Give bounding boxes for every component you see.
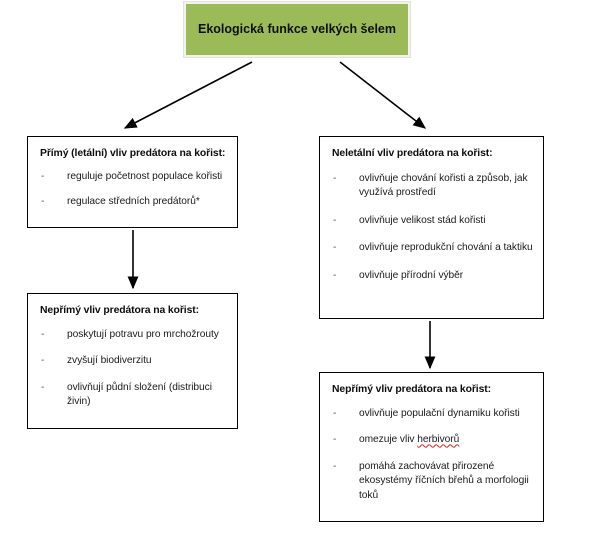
list-item-text: ovlivňuje velikost stád kořisti xyxy=(359,214,486,226)
list-item-text: ovlivňuje chování kořisti a způsob, jak … xyxy=(359,173,528,199)
list-item-text: regulace středních predátorů* xyxy=(67,196,200,208)
bullet-dash: - xyxy=(41,196,45,208)
bullet-dash: - xyxy=(333,460,337,472)
list-item-text: poskytují potravu pro mrchožrouty xyxy=(67,329,219,340)
bullet-dash: - xyxy=(41,355,45,367)
bullet-dash: - xyxy=(41,381,45,393)
list-item: - omezuje vliv herbivorů xyxy=(329,433,535,447)
arrow-banner-to-nonlethal xyxy=(339,61,427,129)
box-indirect-influence-right: Nepřímý vliv predátora na kořist: - ovli… xyxy=(319,372,544,522)
text-part-pre: pomáhá zachovávat přirozené ekosystémy ř… xyxy=(359,460,529,501)
box-title: Neletální vliv predátora na kořist: xyxy=(332,148,493,159)
list-item: - zvyšují biodiverzitu xyxy=(37,354,229,368)
bullet-dash: - xyxy=(333,269,337,281)
bullet-dash: - xyxy=(333,242,337,254)
list-item: - pomáhá zachovávat přirozené ekosystémy… xyxy=(329,460,535,503)
list-item: - regulace středních predátorů* xyxy=(37,195,229,209)
list-item: - reguluje početnost populace kořisti xyxy=(37,170,229,184)
bullet-dash: - xyxy=(333,408,337,419)
list-item-text: ovlivňuje reprodukční chování a taktiku xyxy=(359,242,533,254)
bullet-dash: - xyxy=(41,329,45,340)
bullet-list: - reguluje početnost populace kořisti - … xyxy=(37,170,229,210)
box-indirect-influence-left: Nepřímý vliv predátora na kořist: - posk… xyxy=(27,293,238,429)
bullet-list: - ovlivňuje populační dynamiku kořisti -… xyxy=(329,407,535,503)
box-title: Přímý (letální) vliv predátora na kořist… xyxy=(40,148,226,159)
box-title: Nepřímý vliv predátora na kořist: xyxy=(332,384,491,395)
spellcheck-misspelled-word: herbivorů xyxy=(417,434,460,446)
bullet-dash: - xyxy=(333,173,337,184)
list-item-text: reguluje početnost populace kořisti xyxy=(67,171,223,182)
list-item-text: ovlivňují půdní složení (distribuci živi… xyxy=(67,381,212,408)
bullet-list: - poskytují potravu pro mrchožrouty - zv… xyxy=(37,328,229,410)
text-part-pre: omezuje vliv xyxy=(359,434,418,446)
list-item: - ovlivňuje chování kořisti a způsob, ja… xyxy=(329,172,535,201)
bullet-dash: - xyxy=(333,434,337,446)
bullet-dash: - xyxy=(41,171,45,182)
list-item-text: ovlivňuje populační dynamiku kořisti xyxy=(359,408,520,419)
list-item: - ovlivňuje velikost stád kořisti xyxy=(329,214,535,228)
title-banner-text: Ekologická funkce velkých šelem xyxy=(197,21,397,36)
bullet-dash: - xyxy=(333,214,337,226)
text-part-pre: ovlivňuje populační dynamiku kořisti xyxy=(359,408,520,419)
list-item-text: pomáhá zachovávat přirozené ekosystémy ř… xyxy=(359,461,529,501)
box-title: Nepřímý vliv predátora na kořist: xyxy=(40,305,199,316)
list-item-text: omezuje vliv herbivorů xyxy=(359,434,459,445)
list-item-text: ovlivňuje přírodní výběr xyxy=(359,269,464,281)
box-direct-lethal-influence: Přímý (letální) vliv predátora na kořist… xyxy=(27,136,238,228)
box-nonlethal-influence: Neletální vliv predátora na kořist: - ov… xyxy=(319,136,544,319)
list-item-text: zvyšují biodiverzitu xyxy=(67,355,152,367)
list-item: - ovlivňuje reprodukční chování a taktik… xyxy=(329,241,535,255)
list-item: - ovlivňuje populační dynamiku kořisti xyxy=(329,407,535,421)
bullet-list: - ovlivňuje chování kořisti a způsob, ja… xyxy=(329,172,535,283)
arrow-banner-to-direct xyxy=(123,61,253,129)
list-item: - poskytují potravu pro mrchožrouty xyxy=(37,328,229,342)
list-item: - ovlivňují půdní složení (distribuci ži… xyxy=(37,381,229,410)
title-banner: Ekologická funkce velkých šelem xyxy=(186,4,408,55)
list-item: - ovlivňuje přírodní výběr xyxy=(329,269,535,283)
